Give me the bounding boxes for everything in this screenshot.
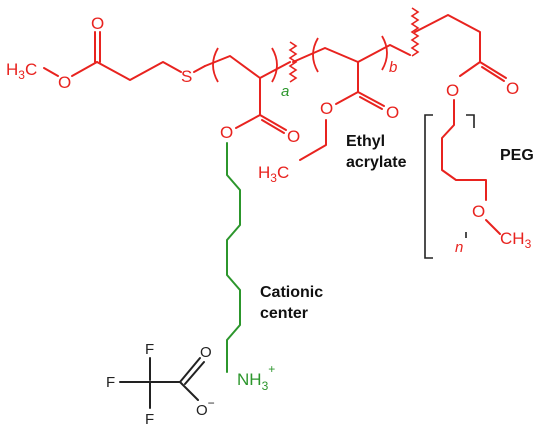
paren-a-open xyxy=(212,47,219,83)
methyl-left-label: H3C xyxy=(6,60,37,82)
monomer-a-o-double: O xyxy=(287,127,300,146)
peg-bracket-left xyxy=(424,114,433,259)
block-b-ethyl-acrylate: b O O H3C Ethyl acrylate xyxy=(258,35,411,185)
end-group-ester: H3C O O S xyxy=(6,14,192,92)
paren-a-close xyxy=(271,47,278,83)
trifluoroacetate-counterion: F F F O O− xyxy=(106,341,215,428)
bond-carboxyl-o-double-1 xyxy=(179,357,201,383)
monomer-a-o-single: O xyxy=(220,123,233,142)
bond-carbonyl-o-double-a1 xyxy=(259,114,287,131)
bond-carbonyl-o-double-b2 xyxy=(359,96,383,110)
bond-carboxyl-o-minus xyxy=(179,381,199,401)
bond-o-carbonyl xyxy=(71,61,98,77)
peg-o-double: O xyxy=(506,79,519,98)
cationic-center-label-line2: center xyxy=(260,305,308,322)
ammonium-group: NH3+ xyxy=(237,362,275,393)
sulfur-atom: S xyxy=(181,67,192,86)
peg-end-methyl: CH3 xyxy=(500,229,532,251)
block-junction-wave-2 xyxy=(410,7,420,57)
bond-s-backbone xyxy=(193,65,206,73)
tfa-o-minus: O− xyxy=(196,396,215,419)
peg-o-ester: O xyxy=(446,81,459,100)
tfa-f-left: F xyxy=(106,374,115,391)
bond-ch2-ch2 xyxy=(96,61,182,81)
bond-peg-carbonyl-o-double-1 xyxy=(479,61,507,79)
paren-b-close xyxy=(381,35,388,71)
ethyl-o-single: O xyxy=(320,99,333,118)
ester1-o-double: O xyxy=(91,14,104,33)
tfa-f-bottom: F xyxy=(145,411,154,428)
tfa-f-top: F xyxy=(145,341,154,358)
bond-peg-carbonyl-o-ester xyxy=(459,61,481,77)
bond-peg-o-ch3 xyxy=(485,219,501,235)
ethyl-ch3-label: H3C xyxy=(258,163,289,185)
block-junction-wave-1 xyxy=(288,41,298,83)
subscript-n: n xyxy=(455,239,463,256)
bond-carboxyl-o-double-2 xyxy=(184,361,205,385)
backbone-peg xyxy=(414,14,481,63)
hexyl-spacer xyxy=(226,142,241,373)
peg-chain xyxy=(441,99,487,201)
ethyl-acrylate-label-line1: Ethyl xyxy=(346,133,385,150)
tfa-o-double: O xyxy=(200,344,212,361)
bond-methyl-o xyxy=(43,67,59,77)
ethyl-chain xyxy=(299,119,327,161)
bond-carbonyl-o-double-a2 xyxy=(261,119,285,134)
cationic-center-label-line1: Cationic xyxy=(260,284,323,301)
bond-peg-carbonyl-o-double-2 xyxy=(481,66,505,82)
ester1-o-single: O xyxy=(58,73,71,92)
bond-carbonyl-o-single-a xyxy=(235,114,261,129)
paren-b-open xyxy=(312,37,319,73)
ethyl-o-double: O xyxy=(386,103,399,122)
subscript-b: b xyxy=(389,59,397,76)
subscript-a: a xyxy=(281,83,289,100)
ethyl-acrylate-label-line2: acrylate xyxy=(346,154,407,171)
peg-bracket-right xyxy=(466,114,475,128)
block-peg-acrylate: O O O CH3 n PEG xyxy=(414,14,534,259)
peg-o-chain: O xyxy=(472,202,485,221)
peg-label: PEG xyxy=(500,147,534,164)
block-a-cationic-acrylate: a O O NH3+ xyxy=(193,47,300,393)
bond-carbonyl-o-double-b1 xyxy=(357,91,385,107)
bond-carbonyl-o-single-b xyxy=(335,91,359,105)
backbone-a xyxy=(204,55,291,79)
